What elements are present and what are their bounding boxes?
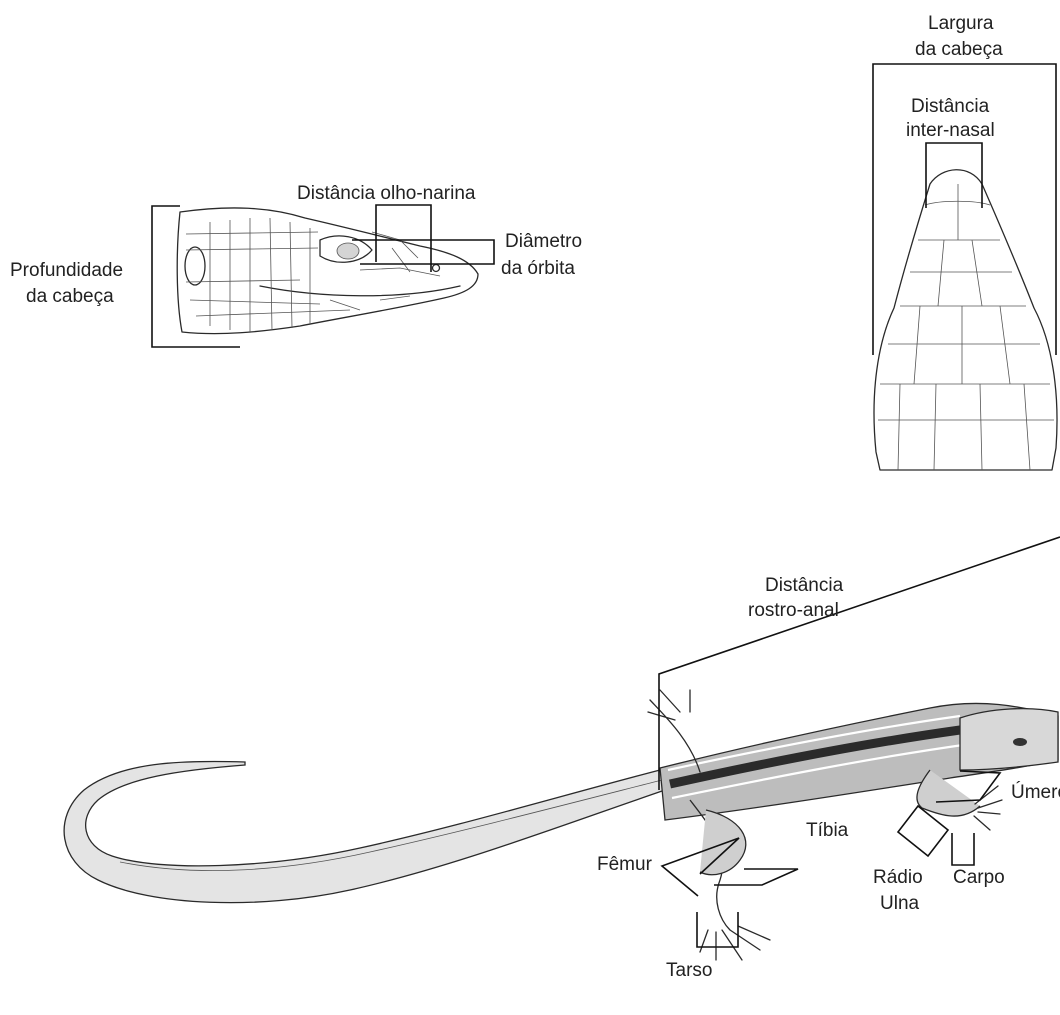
svl-label-2: rostro-anal (748, 600, 839, 621)
nostril (433, 265, 440, 272)
eye-nostril-bracket (376, 205, 431, 272)
head-depth-label-2: da cabeça (26, 286, 114, 307)
radius-ulna-label-1: Rádio (873, 867, 923, 888)
thigh (700, 810, 746, 875)
head-width-label-1: Largura (928, 13, 994, 34)
radius-ulna-label-2: Ulna (880, 893, 920, 914)
lateral-head-drawing (177, 208, 478, 334)
internasal-label-2: inter-nasal (906, 120, 995, 141)
orbit-diameter-label-2: da órbita (501, 258, 575, 279)
humerus-label: Úmero (1011, 781, 1060, 803)
body-eye (1013, 738, 1027, 746)
internasal-label-1: Distância (911, 96, 990, 117)
tarsus-label: Tarso (666, 960, 712, 981)
carpus-label: Carpo (953, 867, 1005, 888)
lizard-body-drawing (64, 690, 1058, 960)
head-depth-label-1: Profundidade (10, 260, 123, 281)
head-depth-bracket (152, 206, 240, 347)
eye-pupil (337, 243, 359, 259)
head-width-label-2: da cabeça (915, 39, 1003, 60)
carpus-bracket (952, 833, 974, 865)
forefoot-digits (974, 786, 1002, 830)
body-head (960, 709, 1058, 770)
tail (64, 761, 665, 902)
femur-label: Fêmur (597, 854, 653, 875)
dorsal-head-drawing (874, 170, 1057, 470)
internasal-bracket (926, 143, 982, 208)
mouth-line (260, 286, 460, 296)
hindfoot-digits (700, 926, 770, 960)
orbit-diameter-label-1: Diâmetro (505, 231, 582, 252)
orbit-diameter-bracket (352, 240, 494, 264)
eye-nostril-label: Distância olho-narina (297, 183, 476, 204)
ear-opening (185, 247, 205, 285)
svl-label-1: Distância (765, 575, 844, 596)
tibia-label: Tíbia (806, 820, 849, 841)
